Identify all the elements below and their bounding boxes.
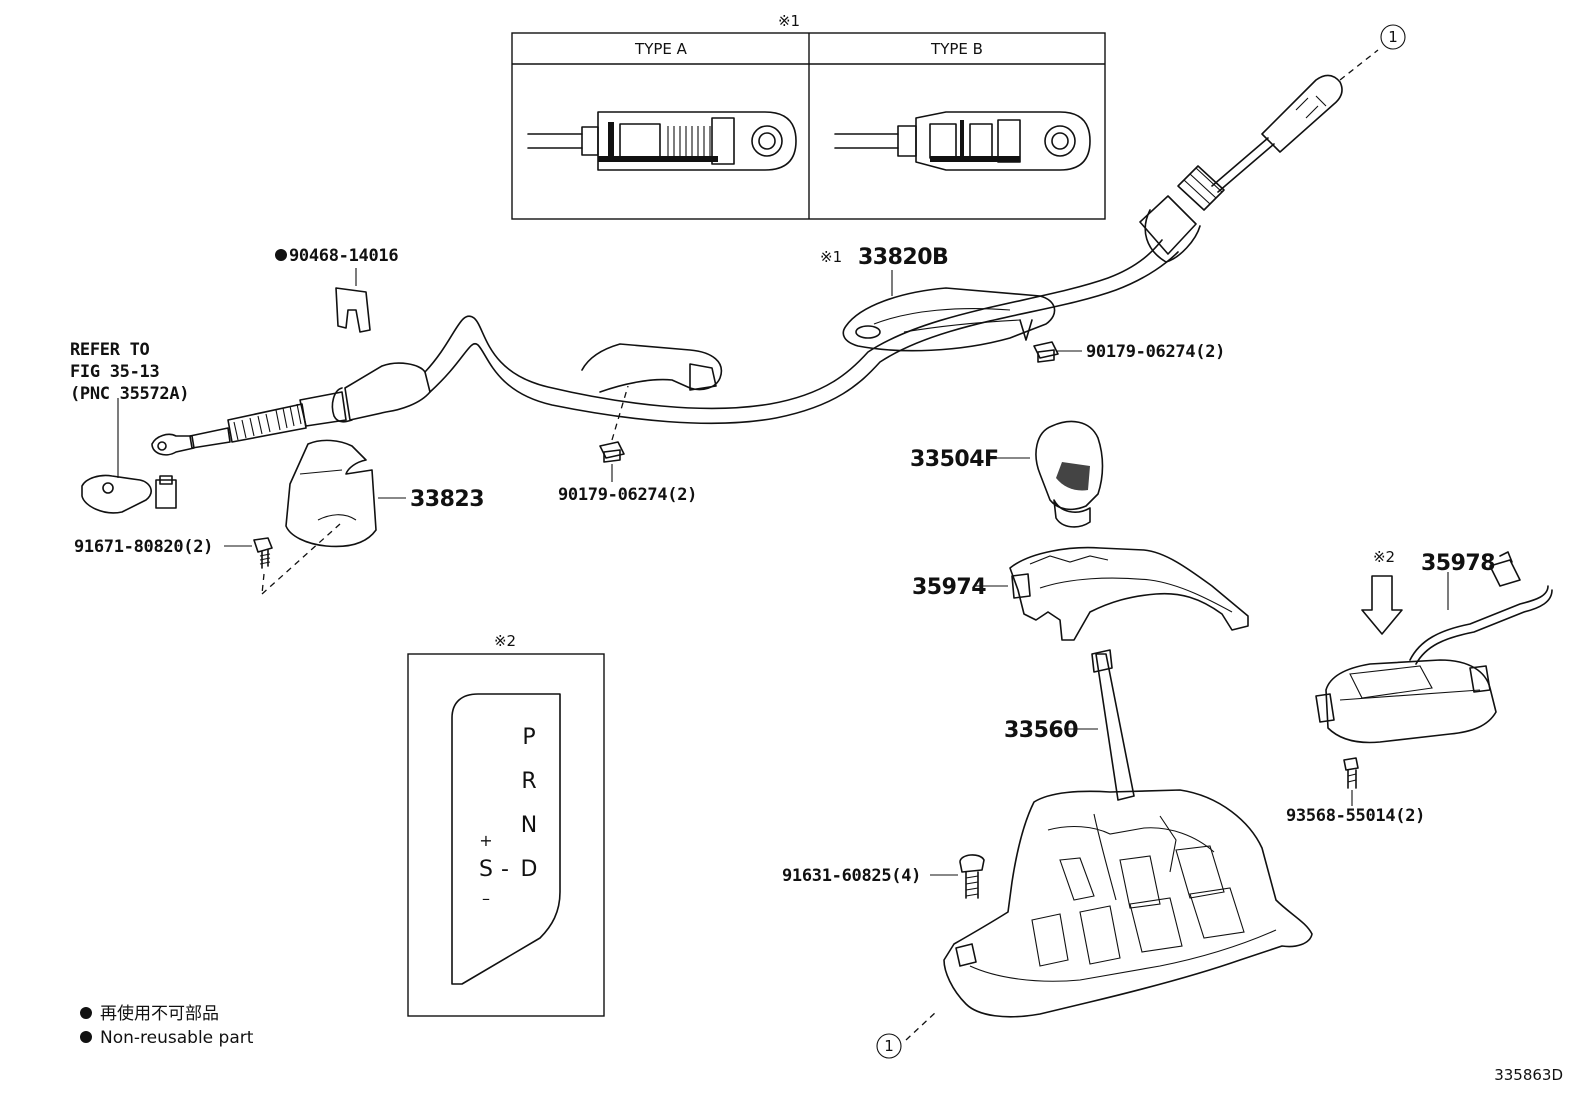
gate-s: S bbox=[479, 857, 493, 882]
nut-right-part-number: 90179-06274(2) bbox=[1086, 342, 1225, 362]
cable-callout: ※1 33820B bbox=[820, 245, 949, 296]
shift-lever-assembly bbox=[905, 649, 1313, 1041]
gate-r: R bbox=[521, 769, 536, 794]
clip-part bbox=[335, 268, 371, 333]
legend: 再使用不可部品 Non-reusable part bbox=[80, 1003, 254, 1048]
gate-plus: + bbox=[479, 831, 492, 850]
shift-housing-upper bbox=[976, 546, 1249, 641]
refer-line-3: (PNC 35572A) bbox=[70, 384, 189, 404]
transmission-lever bbox=[81, 398, 177, 514]
ref-marker-top: 1 bbox=[1380, 24, 1406, 50]
refer-line-2: FIG 35-13 bbox=[70, 362, 159, 382]
cable-part-number: 33820B bbox=[858, 245, 948, 270]
legend-english: Non-reusable part bbox=[100, 1028, 254, 1048]
shift-knob bbox=[990, 420, 1104, 528]
ref-marker-bottom-label: 1 bbox=[884, 1037, 894, 1055]
clip-callout: 90468-14016 bbox=[275, 246, 399, 266]
screw-indicator-part-number: 93568-55014(2) bbox=[1286, 806, 1425, 826]
cable-note-mark: ※1 bbox=[820, 248, 842, 266]
type-a-cable-end bbox=[527, 111, 797, 171]
nut-center-part-number: 90179-06274(2) bbox=[558, 485, 697, 505]
ref-marker-top-label: 1 bbox=[1388, 28, 1398, 46]
bolt-lever-part-number: 91631-60825(4) bbox=[782, 866, 921, 886]
gate-note-mark: ※2 bbox=[494, 632, 516, 650]
bolt-left bbox=[224, 523, 341, 595]
type-b-header: TYPE B bbox=[930, 40, 983, 58]
shift-gate-inset: ※2 P R N D - S + – bbox=[407, 632, 605, 1017]
indicator-note-mark: ※2 bbox=[1373, 548, 1395, 566]
gate-dash: - bbox=[501, 857, 509, 882]
bolt-lever bbox=[930, 854, 985, 899]
nut-center bbox=[599, 385, 629, 482]
gate-n: N bbox=[521, 813, 537, 838]
cable-bracket bbox=[285, 439, 406, 548]
screw-indicator bbox=[1343, 757, 1359, 806]
gate-minus: – bbox=[482, 889, 490, 908]
clip-part-number: 90468-14016 bbox=[289, 246, 398, 266]
gate-p: P bbox=[522, 725, 535, 750]
position-indicator: ※2 bbox=[1315, 548, 1553, 744]
gate-d: D bbox=[521, 857, 538, 882]
nut-right bbox=[1033, 341, 1082, 363]
bracket-part-number: 33823 bbox=[410, 487, 484, 512]
bolt-left-part-number: 91671-80820(2) bbox=[74, 537, 213, 557]
indicator-part-number: 35978 bbox=[1421, 551, 1495, 576]
legend-japanese: 再使用不可部品 bbox=[100, 1003, 219, 1024]
ref-marker-bottom: 1 bbox=[876, 1033, 902, 1059]
type-a-header: TYPE A bbox=[634, 40, 688, 58]
type-b-cable-end bbox=[834, 111, 1091, 171]
lever-part-number: 33560 bbox=[1004, 718, 1078, 743]
inset-note-mark: ※1 bbox=[778, 12, 800, 30]
cable-end-type-inset: ※1 TYPE A TYPE B bbox=[511, 12, 1106, 220]
housing-part-number: 35974 bbox=[912, 575, 986, 600]
diagram-id: 335863D bbox=[1494, 1066, 1563, 1084]
shift-cable-assembly bbox=[151, 49, 1379, 456]
knob-part-number: 33504F bbox=[910, 447, 999, 472]
refer-line-1: REFER TO bbox=[70, 340, 150, 360]
